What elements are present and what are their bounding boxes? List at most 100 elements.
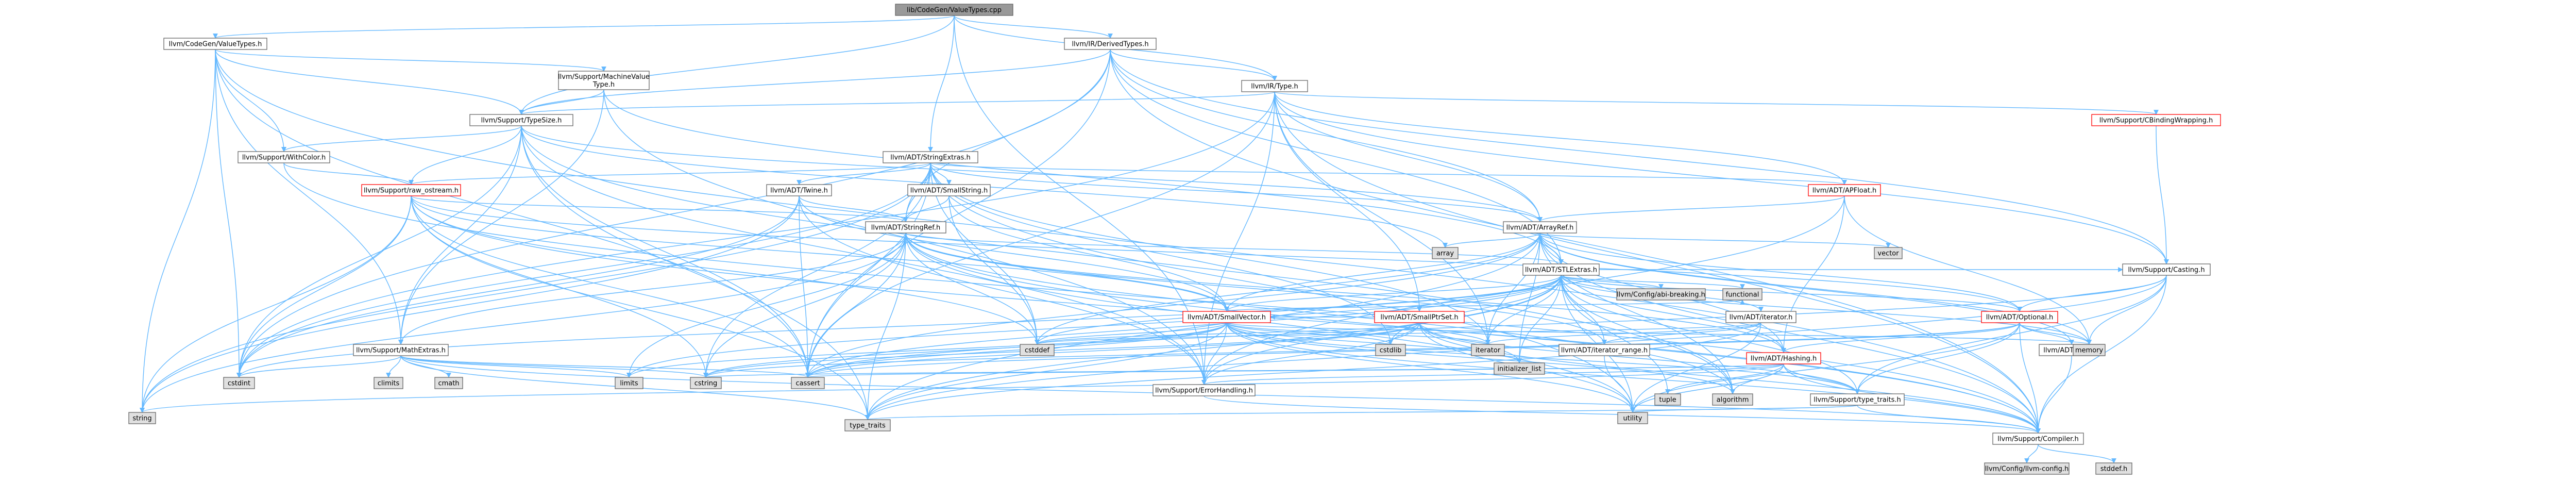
node-box [2091,114,2221,126]
dependency-edge [140,162,931,413]
dependency-edge [2036,355,2072,434]
node-box [1654,393,1681,406]
node-stddef: stddef.h [2095,462,2132,475]
node-box [1616,288,1706,301]
dependency-edge [1224,232,1540,312]
dependency-edge [805,322,1420,378]
node-box [883,151,978,163]
dependency-edge [215,49,524,115]
dependency-edge [626,232,906,378]
dependency-edge [1419,322,2041,434]
node-label: memory [2075,347,2104,355]
dependency-edge [1110,49,1543,222]
node-box [766,184,832,196]
node-limits: limits [615,377,643,389]
dependency-edge [1539,232,1891,248]
node-optional[interactable]: llvm/ADT/Optional.h [1981,311,2058,323]
node-arrayref[interactable]: llvm/ADT/ArrayRef.h [1503,221,1577,234]
dependency-edge [1561,275,1745,289]
node-label: llvm/Support/type_traits.h [1814,396,1901,404]
node-cstddef: cstddef [1020,344,1055,356]
dependency-edge [398,232,906,345]
node-twine[interactable]: llvm/ADT/Twine.h [766,184,832,196]
node-box [690,377,722,389]
node-label: climits [378,380,400,388]
node-label: cstdint [228,380,250,388]
node-compiler[interactable]: llvm/Support/Compiler.h [1992,433,2084,445]
dependency-edge [1485,322,1761,345]
node-typetraits[interactable]: llvm/Support/type_traits.h [1810,393,1905,406]
node-rawos[interactable]: llvm/Support/raw_ostream.h [361,184,461,196]
node-box [2095,462,2132,475]
dependency-edge [1110,49,2041,434]
node-hashing[interactable]: llvm/ADT/Hashing.h [1746,352,1821,364]
node-label: utility [1623,415,1642,423]
node-smallptrset[interactable]: llvm/ADT/SmallPtrSet.h [1374,311,1465,323]
dependency-edge [1274,91,2169,264]
node-box [1722,288,1762,301]
node-box [844,419,891,431]
node-derived[interactable]: llvm/IR/DerivedTypes.h [1064,38,1157,50]
node-label: limits [620,380,638,388]
node-box [361,184,461,196]
node-apfloat[interactable]: llvm/ADT/APFloat.h [1808,184,1881,196]
dependency-edge [2087,275,2167,345]
node-casting[interactable]: llvm/Support/Casting.h [2122,263,2211,276]
dependency-edge [215,49,2041,434]
node-vector: vector [1874,247,1903,259]
node-iterator[interactable]: llvm/ADT/iterator.h [1725,311,1797,323]
dependency-edge [865,232,906,420]
dependency-edge [140,195,412,413]
node-label: llvm/ADT/iterator.h [1730,314,1793,322]
node-withcolor[interactable]: llvm/Support/WithColor.h [238,151,330,163]
node-stlext[interactable]: llvm/ADT/STLExtras.h [1522,263,1600,276]
node-string: string [128,412,156,424]
dependency-edge [1604,355,1635,413]
node-strext[interactable]: llvm/ADT/StringExtras.h [883,151,978,163]
dependency-edge [1630,363,1784,413]
dependency-edge [1561,275,1735,394]
dependency-edge [236,49,1111,378]
dependency-edge [1388,275,1562,345]
node-stringref[interactable]: llvm/ADT/StringRef.h [865,221,946,234]
node-smallvec[interactable]: llvm/ADT/SmallVector.h [1182,311,1271,323]
node-itrange[interactable]: llvm/ADT/iterator_range.h [1558,344,1650,356]
node-box [1712,393,1753,406]
dependency-edge [1274,91,1490,345]
dependency-edge [411,195,1229,312]
dependency-edge [215,49,403,345]
dependency-edge [1226,322,1735,394]
dependency-edge [799,195,908,222]
dependency-edge [1226,322,1393,345]
node-box [163,38,267,50]
dependency-edge [930,162,1543,222]
node-typesize[interactable]: llvm/Support/TypeSize.h [469,114,573,126]
dependency-edge [1274,91,1847,185]
dependency-edge [236,355,401,378]
node-errh[interactable]: llvm/Support/ErrorHandling.h [1153,384,1256,396]
dependency-edge [948,195,1229,312]
node-cgvt[interactable]: llvm/CodeGen/ValueTypes.h [163,38,267,50]
node-irtype[interactable]: llvm/IR/Type.h [1241,80,1308,92]
node-root[interactable]: lib/CodeGen/ValueTypes.cpp [895,4,1013,16]
node-box [1503,221,1577,234]
node-mathext[interactable]: llvm/Support/MathExtras.h [353,344,449,356]
node-box [434,377,463,389]
node-cstdlib: cstdlib [1375,344,1406,356]
dependency-edge [1537,195,1845,222]
node-smallstr[interactable]: llvm/ADT/SmallString.h [907,184,991,196]
node-cbw[interactable]: llvm/Support/CBindingWrapping.h [2091,114,2221,126]
dependency-edge [930,162,1393,345]
node-array: array [1432,247,1459,259]
dependency-edge [1561,275,2022,312]
node-label: llvm/ADT/ArrayRef.h [1506,224,1574,232]
dependency-edge [213,15,955,39]
node-cfgabi: llvm/Config/abi-breaking.h [1616,288,1706,301]
dependency-edge [409,125,522,185]
node-box [1020,344,1055,356]
node-box [353,344,449,356]
dependency-edge [799,195,1229,312]
node-label: llvm/Support/MachineValue [558,73,650,81]
dependency-edge [236,195,800,378]
